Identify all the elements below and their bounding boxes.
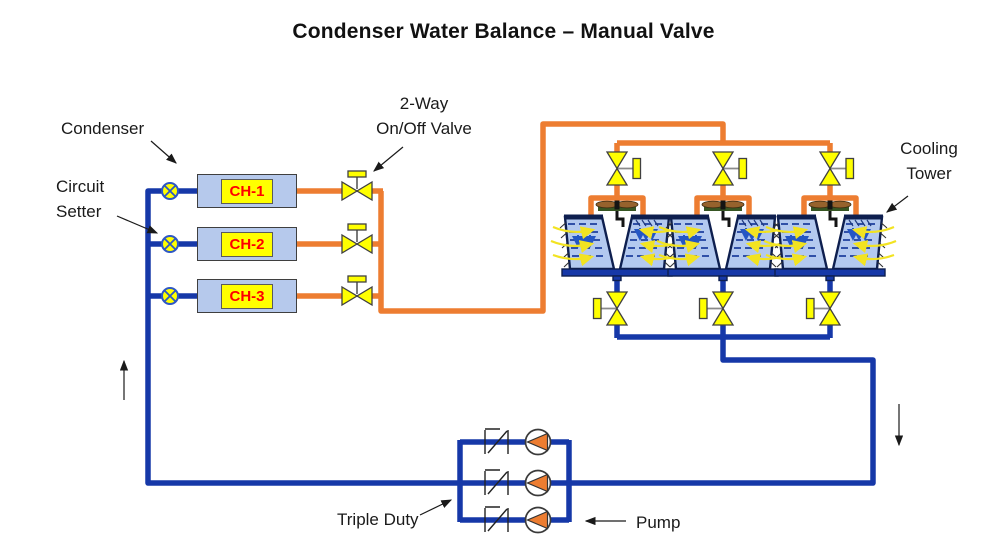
circuit-setter-label: Circuit Setter [56, 177, 105, 221]
tower-outlet-valve-2 [698, 291, 734, 326]
cooling-tower-3 [764, 201, 896, 281]
pump-label: Pump [636, 513, 681, 532]
tower-outlet-valve-1 [592, 291, 628, 326]
blue-return-piping [145, 188, 876, 523]
cooling-tower-leader-arrow [886, 195, 909, 213]
two-way-valve-2 [341, 223, 373, 254]
condenser-label: Condenser [61, 119, 145, 138]
two-way-valve-1 [341, 170, 373, 201]
circuit-setter-2 [161, 235, 179, 253]
two-way-valve-leader-arrow [373, 146, 404, 172]
chiller-2: CH-2 [197, 227, 297, 261]
cooling-tower-label: Cooling Tower [900, 139, 958, 183]
tower-inlet-valve-3 [819, 151, 855, 186]
two-way-valve-label: 2-Way On/Off Valve [376, 94, 472, 138]
chiller-1-tag: CH-1 [221, 178, 273, 204]
triple-duty-leader-arrow [419, 499, 453, 516]
condenser-leader-arrow [150, 140, 177, 164]
circuit-setter-leader-arrow [116, 215, 159, 234]
chiller-2-tag: CH-2 [221, 231, 273, 257]
orange-supply-piping [297, 121, 859, 314]
two-way-valve-3 [341, 275, 373, 306]
chiller-1: CH-1 [197, 174, 297, 208]
cooling-tower-1 [551, 201, 683, 281]
chiller-3-tag: CH-3 [221, 283, 273, 309]
cooling-tower-2 [657, 201, 789, 281]
tower-inlet-valve-1 [606, 151, 642, 186]
pump-2 [524, 469, 552, 497]
tower-inlet-valve-2 [712, 151, 748, 186]
triple-duty-label: Triple Duty [337, 510, 419, 529]
circuit-setter-3 [161, 287, 179, 305]
tower-outlet-valve-3 [805, 291, 841, 326]
circuit-setter-1 [161, 182, 179, 200]
pump-1 [524, 428, 552, 456]
pump-manifold [457, 439, 572, 523]
page-title: Condenser Water Balance – Manual Valve [292, 20, 715, 43]
chiller-3: CH-3 [197, 279, 297, 313]
pump-3 [524, 506, 552, 534]
